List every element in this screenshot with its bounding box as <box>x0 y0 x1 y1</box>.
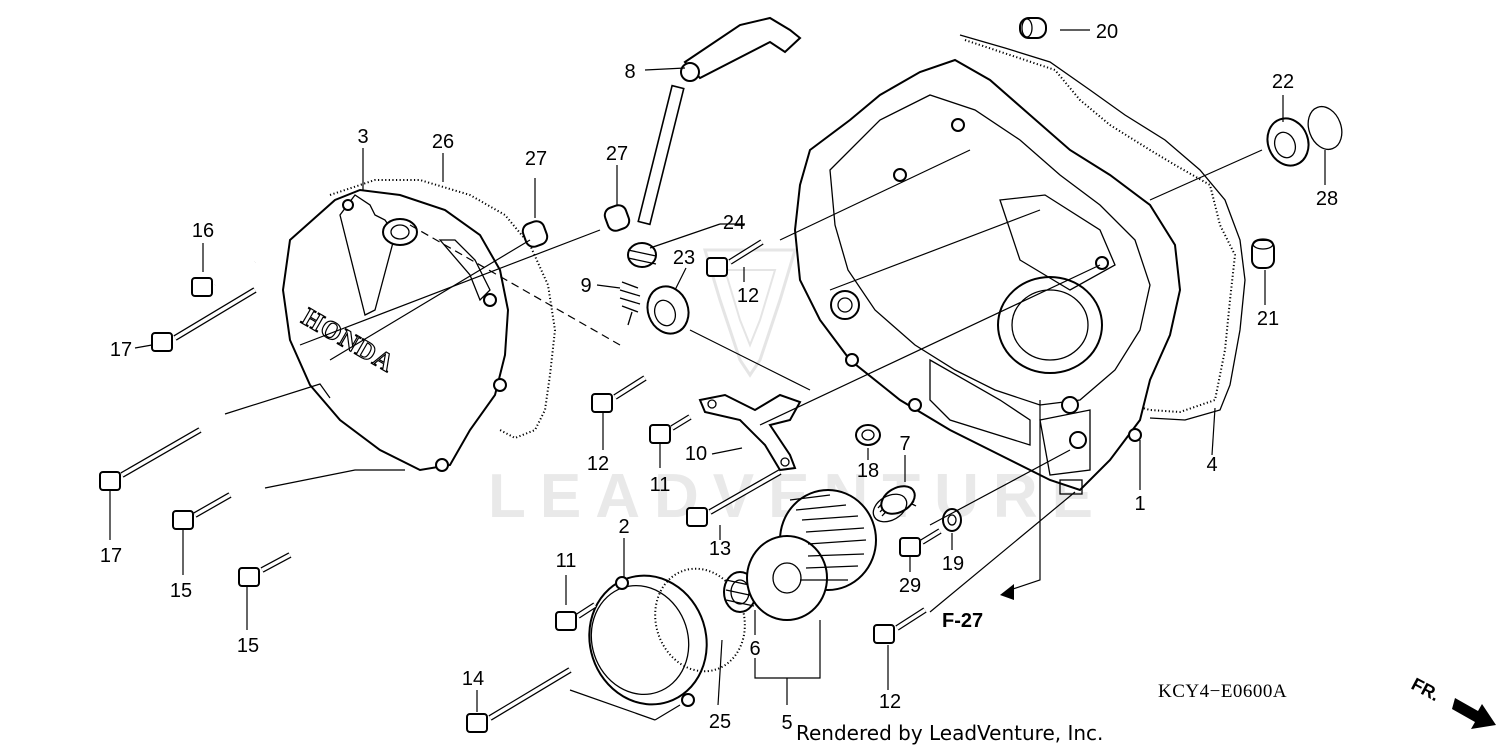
part-10-guide-plate <box>698 393 802 472</box>
callout-17a: 17 <box>110 339 132 361</box>
part-7-spring <box>872 485 917 523</box>
part-20-dowel <box>1019 17 1047 39</box>
part-27-dowel-a <box>521 220 549 248</box>
callout-20: 20 <box>1096 21 1118 43</box>
front-indicator-label: FR. <box>1408 674 1443 705</box>
callout-15a: 15 <box>170 580 192 602</box>
callout-12a: 12 <box>737 285 759 307</box>
part-27-dowel-b <box>603 204 631 232</box>
part-12-bolt-a <box>591 375 647 413</box>
part-29-bolt <box>899 528 942 557</box>
callout-4: 4 <box>1206 454 1217 476</box>
callout-19: 19 <box>942 553 964 575</box>
callout-11a: 11 <box>650 474 671 496</box>
part-23-oil-seal <box>646 285 690 335</box>
callout-12c: 12 <box>879 691 901 713</box>
part-16-bolt <box>191 260 256 297</box>
callout-26: 26 <box>432 131 454 153</box>
part-21-dowel <box>1251 238 1275 269</box>
callout-3: 3 <box>357 126 368 148</box>
callout-25: 25 <box>709 711 731 733</box>
part-14-bolt <box>466 667 572 733</box>
part-28-circlip <box>1307 105 1343 151</box>
callout-15b: 15 <box>237 635 259 657</box>
part-19-washer <box>942 508 962 532</box>
callout-18: 18 <box>857 460 879 482</box>
callout-17b: 17 <box>100 545 122 567</box>
part-15-bolt-lower <box>238 552 292 587</box>
callout-7: 7 <box>899 433 910 455</box>
callout-1: 1 <box>1134 493 1145 515</box>
callout-28: 28 <box>1316 188 1338 210</box>
callout-29: 29 <box>899 575 921 597</box>
part-17-bolt-upper <box>151 287 257 352</box>
callout-13: 13 <box>709 538 731 560</box>
callout-12b: 12 <box>587 453 609 475</box>
front-indicator: FR. <box>1408 674 1496 729</box>
callout-21: 21 <box>1257 308 1279 330</box>
callout-24: 24 <box>723 212 745 234</box>
callout-27a: 27 <box>525 148 547 170</box>
callout-6: 6 <box>749 638 760 660</box>
callout-22: 22 <box>1272 71 1294 93</box>
callout-11b: 11 <box>556 550 577 572</box>
part-11-bolt-b <box>555 602 597 631</box>
part-1-right-crankcase-cover <box>793 58 1182 495</box>
part-24-spring <box>627 242 657 268</box>
callout-16: 16 <box>192 220 214 242</box>
callout-10: 10 <box>685 443 707 465</box>
part-22-bearing <box>1266 117 1310 167</box>
credit-text: Rendered by LeadVenture, Inc. <box>796 721 1103 745</box>
frame-reference: F-27 <box>942 610 983 632</box>
part-12-bolt-c <box>873 607 927 644</box>
part-8-clutch-lifter-arm <box>637 16 802 226</box>
part-18-dowel <box>855 424 881 446</box>
part-11-bolt-a <box>649 414 692 444</box>
part-5-oil-filter <box>746 489 877 621</box>
part-3-clutch-cover: HONDA <box>281 188 510 472</box>
callout-14: 14 <box>462 668 484 690</box>
diagram-code: KCY4−E0600A <box>1158 681 1287 702</box>
front-arrow-icon <box>1452 698 1496 729</box>
callout-5: 5 <box>781 712 792 734</box>
callout-2: 2 <box>618 516 629 538</box>
part-2-oil-filter-cover <box>588 574 708 707</box>
part-9-spring <box>619 281 641 326</box>
callout-8: 8 <box>624 61 635 83</box>
callout-27b: 27 <box>606 143 628 165</box>
part-17-bolt-lower <box>99 427 202 491</box>
leader-lines <box>109 29 1326 721</box>
part-15-bolt-upper <box>172 492 232 530</box>
callout-labels: 1 2 3 4 5 6 7 8 9 10 11 11 12 12 12 13 1… <box>100 21 1338 734</box>
callout-23: 23 <box>673 247 695 269</box>
part-4-gasket <box>959 34 1246 421</box>
callout-9: 9 <box>580 275 591 297</box>
part-12-bolt-b <box>706 239 764 277</box>
watermark-emblem <box>702 248 798 378</box>
part-13-bolt <box>686 469 782 527</box>
